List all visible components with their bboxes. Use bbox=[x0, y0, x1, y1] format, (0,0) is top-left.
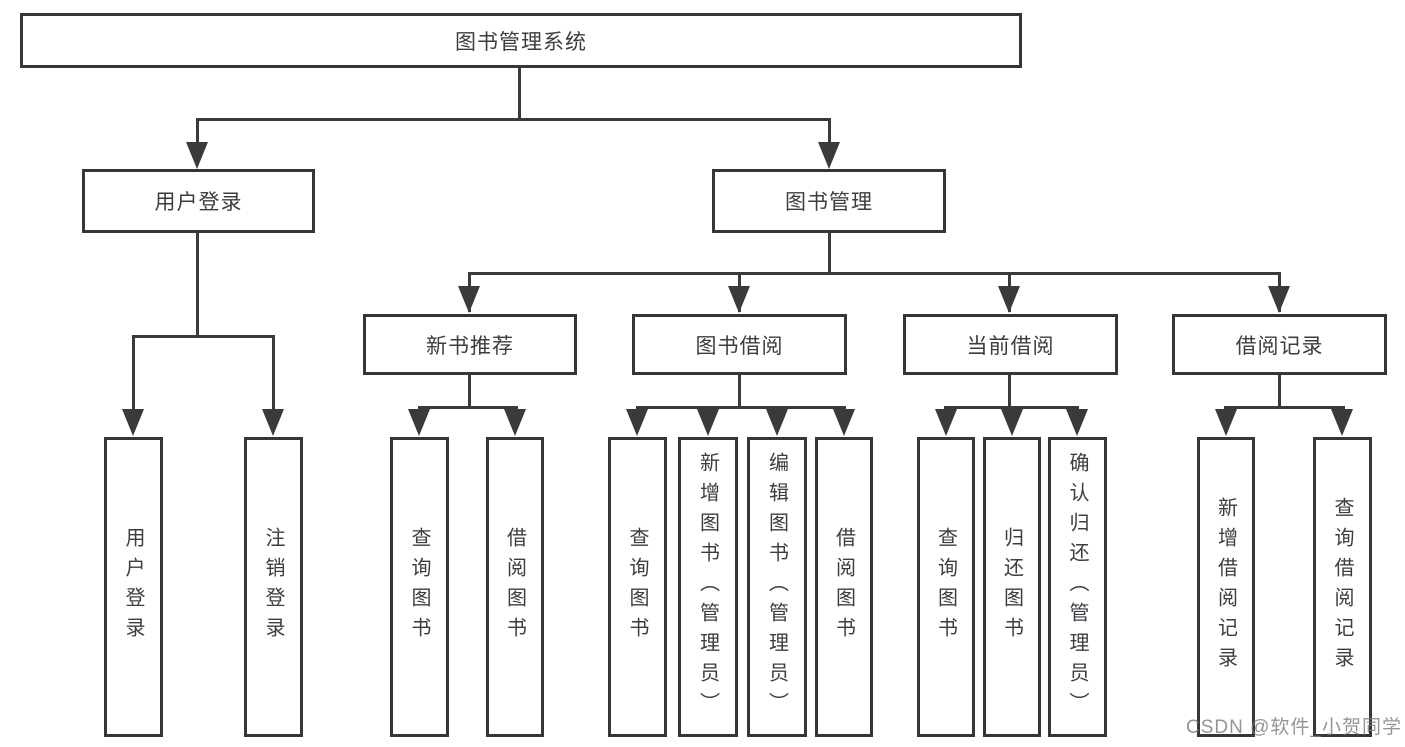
arrow-login-leaf-icon bbox=[122, 409, 144, 436]
arrow-book-management-icon bbox=[818, 142, 840, 169]
arrow-g4-leaf3-icon bbox=[1066, 409, 1088, 436]
leaf-add-books-admin: 新增图书（管理员） bbox=[678, 437, 738, 737]
leaf-return-books: 归还图书 bbox=[983, 437, 1041, 737]
connector-user-login-stem bbox=[196, 118, 199, 145]
node-book-management-label: 图书管理 bbox=[785, 191, 873, 214]
leaf-query-books-1-label: 查询图书 bbox=[408, 527, 430, 647]
arrow-g5-leaf2-icon bbox=[1331, 409, 1353, 436]
leaf-edit-books-admin-label: 编辑图书（管理员） bbox=[765, 452, 788, 722]
arrow-logout-leaf-icon bbox=[262, 409, 284, 436]
arrow-g3-leaf3-icon bbox=[766, 409, 788, 436]
arrow-current-icon bbox=[998, 286, 1020, 313]
leaf-query-books-2-label: 查询图书 bbox=[626, 527, 648, 647]
node-user-login-label: 用户登录 bbox=[154, 191, 243, 214]
arrow-g2-leaf1-icon bbox=[408, 409, 430, 436]
arrow-borrow-icon bbox=[728, 286, 750, 313]
connector-g5-bar bbox=[1224, 406, 1345, 409]
connector-book-management-bar bbox=[468, 272, 1281, 275]
leaf-add-borrow-record-label: 新增借阅记录 bbox=[1214, 497, 1237, 677]
node-borrow-records: 借阅记录 bbox=[1172, 314, 1387, 375]
arrow-g3-leaf1-icon bbox=[626, 409, 648, 436]
leaf-add-books-admin-label: 新增图书（管理员） bbox=[696, 452, 719, 722]
node-library-system: 图书管理系统 bbox=[20, 13, 1022, 68]
leaf-logout: 注销登录 bbox=[244, 437, 303, 737]
connector-user-login-down bbox=[196, 233, 199, 336]
connector-login-leaf-stem bbox=[132, 335, 135, 411]
leaf-edit-books-admin: 编辑图书（管理员） bbox=[747, 437, 807, 737]
arrow-g5-leaf1-icon bbox=[1215, 409, 1237, 436]
node-new-book-recommend-label: 新书推荐 bbox=[426, 334, 514, 358]
leaf-borrow-books-2-label: 借阅图书 bbox=[832, 527, 855, 647]
connector-g2-down bbox=[468, 375, 471, 408]
connector-g3-bar bbox=[636, 406, 846, 409]
connector-logout-leaf-stem bbox=[272, 335, 275, 411]
node-borrow-records-label: 借阅记录 bbox=[1235, 334, 1324, 358]
node-new-book-recommend: 新书推荐 bbox=[363, 314, 577, 375]
arrow-g4-leaf1-icon bbox=[935, 409, 957, 436]
arrow-g3-leaf2-icon bbox=[697, 409, 719, 436]
node-user-login: 用户登录 bbox=[82, 169, 315, 233]
node-library-system-label: 图书管理系统 bbox=[455, 30, 587, 54]
connector-user-login-bar bbox=[132, 335, 275, 338]
leaf-query-borrow-record-label: 查询借阅记录 bbox=[1331, 497, 1353, 677]
leaf-borrow-books-1: 借阅图书 bbox=[486, 437, 544, 737]
arrow-g3-leaf4-icon bbox=[833, 409, 855, 436]
arrow-new-book-icon bbox=[458, 286, 480, 313]
leaf-user-login-label: 用户登录 bbox=[122, 527, 144, 647]
arrow-user-login-icon bbox=[186, 142, 208, 169]
leaf-query-books-3: 查询图书 bbox=[917, 437, 975, 737]
leaf-query-borrow-record: 查询借阅记录 bbox=[1313, 437, 1372, 737]
leaf-borrow-books-1-label: 借阅图书 bbox=[503, 527, 526, 647]
connector-g2-bar bbox=[418, 406, 518, 409]
connector-book-management-stem bbox=[828, 118, 831, 145]
leaf-query-books-2: 查询图书 bbox=[608, 437, 667, 737]
node-current-borrow: 当前借阅 bbox=[903, 314, 1118, 375]
leaf-confirm-return-admin: 确认归还（管理员） bbox=[1048, 437, 1107, 737]
node-book-borrow: 图书借阅 bbox=[632, 314, 847, 375]
arrow-g2-leaf2-icon bbox=[504, 409, 526, 436]
leaf-borrow-books-2: 借阅图书 bbox=[815, 437, 873, 737]
leaf-return-books-label: 归还图书 bbox=[1000, 527, 1023, 647]
connector-root-stem bbox=[518, 68, 521, 118]
connector-book-management-down bbox=[828, 233, 831, 275]
arrow-records-icon bbox=[1268, 286, 1290, 313]
arrow-g4-leaf2-icon bbox=[1001, 409, 1023, 436]
leaf-user-login: 用户登录 bbox=[104, 437, 163, 737]
connector-g5-down bbox=[1278, 375, 1281, 408]
leaf-logout-label: 注销登录 bbox=[262, 527, 284, 647]
leaf-query-books-1: 查询图书 bbox=[390, 437, 449, 737]
node-current-borrow-label: 当前借阅 bbox=[966, 334, 1055, 358]
csdn-watermark: CSDN @软件_小贺同学 bbox=[1186, 717, 1402, 738]
connector-g4-bar bbox=[944, 406, 1079, 409]
connector-g3-down bbox=[738, 375, 741, 408]
node-book-management: 图书管理 bbox=[712, 169, 946, 233]
connector-g4-down bbox=[1008, 375, 1011, 408]
node-book-borrow-label: 图书借阅 bbox=[695, 334, 784, 358]
leaf-confirm-return-admin-label: 确认归还（管理员） bbox=[1066, 452, 1088, 722]
connector-root-bar bbox=[196, 118, 831, 121]
leaf-add-borrow-record: 新增借阅记录 bbox=[1197, 437, 1255, 737]
leaf-query-books-3-label: 查询图书 bbox=[934, 527, 957, 647]
